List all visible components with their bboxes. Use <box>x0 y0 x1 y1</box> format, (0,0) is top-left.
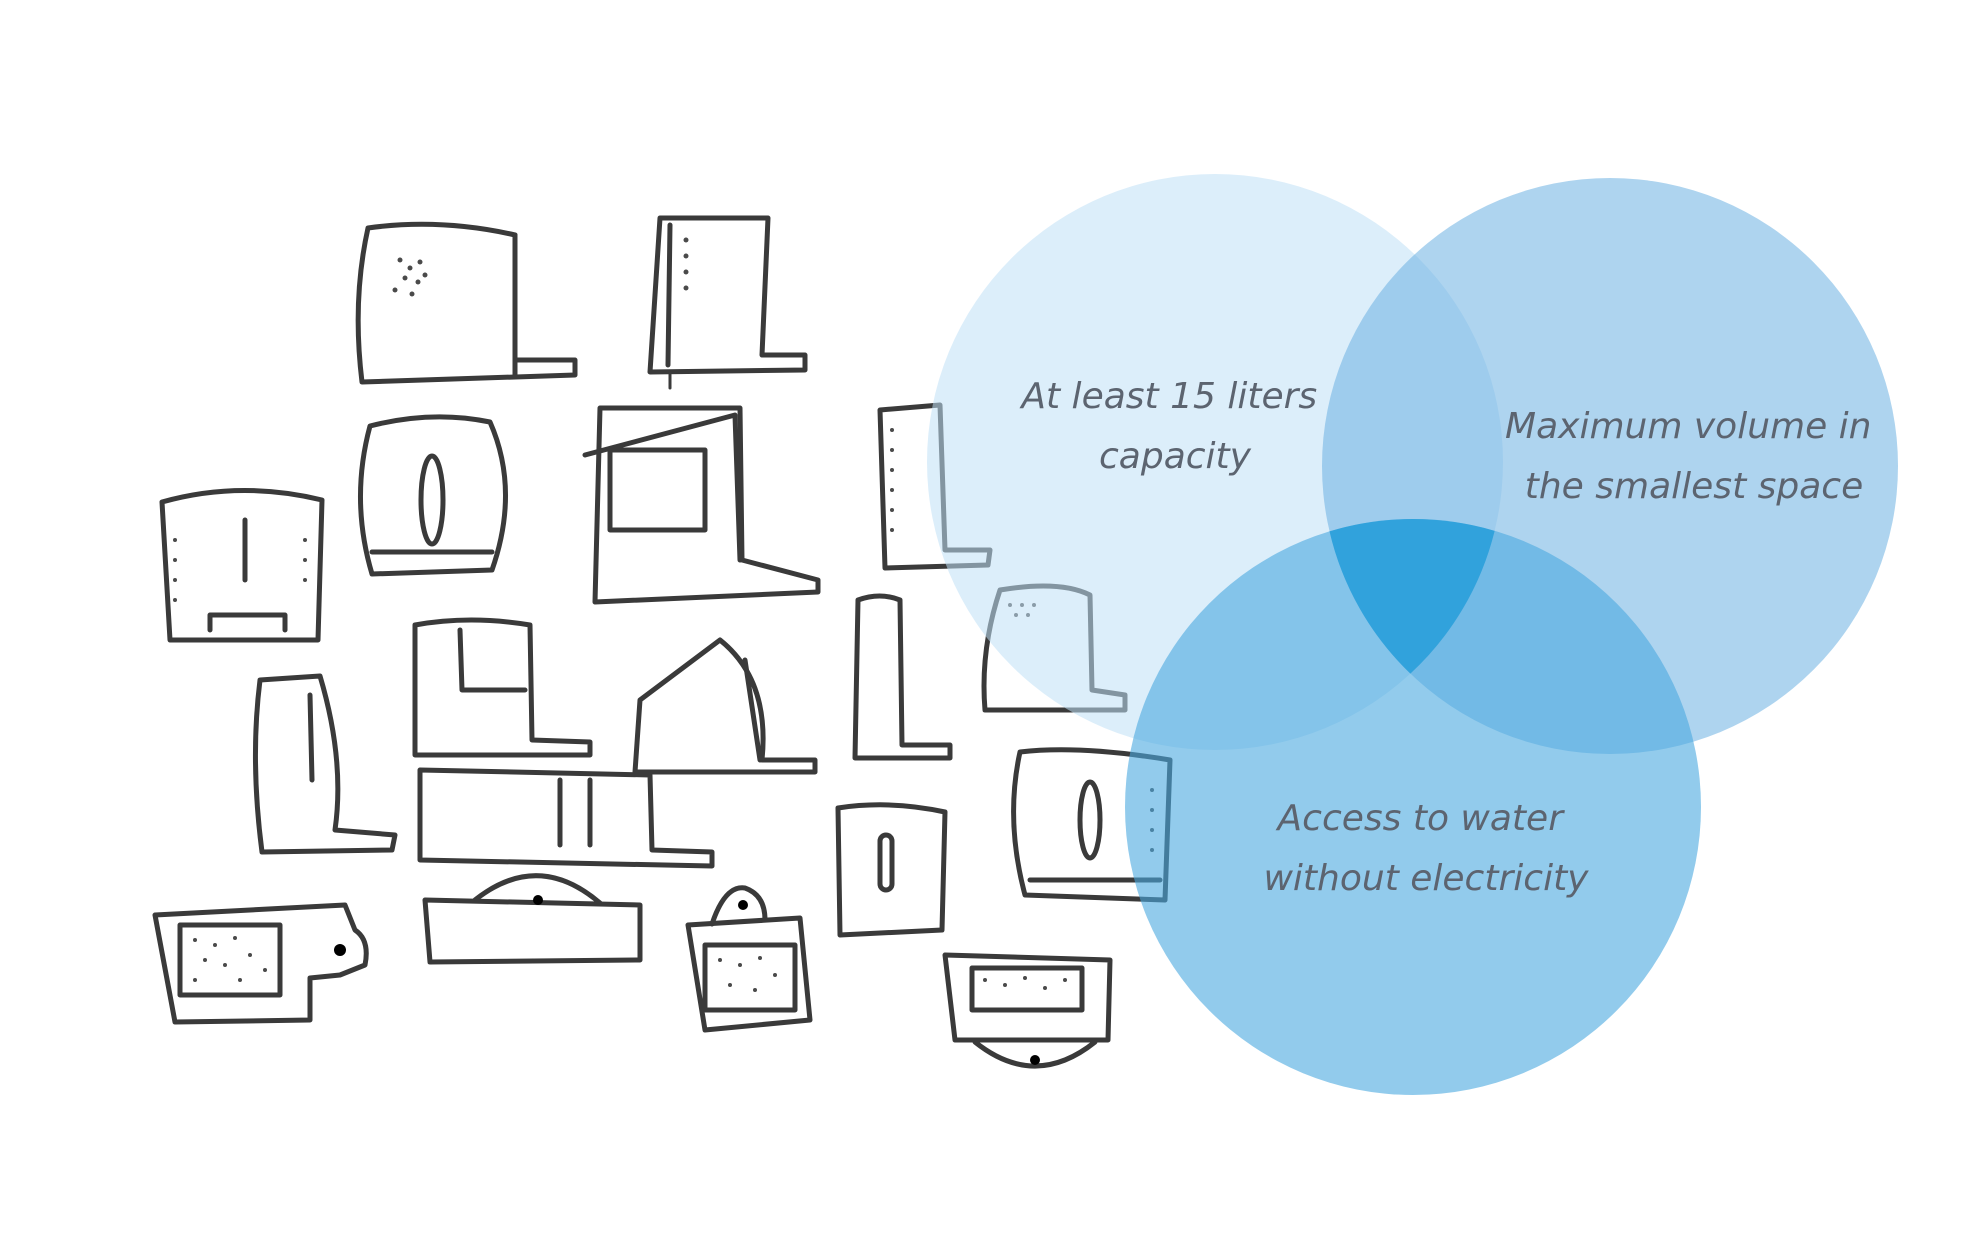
sketch-tank-18 <box>942 952 1113 1069</box>
sketch-tank-12 <box>417 767 715 869</box>
label-capacity: At least 15 liters capacity <box>1019 376 1328 477</box>
label-volume: Maximum volume in the smallest space <box>1505 406 1883 507</box>
sketch-tank-5 <box>582 405 821 605</box>
sketch-tank-2 <box>647 215 808 390</box>
sketch-tank-16 <box>422 873 643 965</box>
circle-no-electricity <box>1125 519 1701 1095</box>
sketch-tank-9 <box>412 617 593 758</box>
sketch-tank-10 <box>632 637 818 775</box>
label-no-electricity: Access to water without electricity <box>1263 798 1589 899</box>
venn-center-overlap <box>1329 519 1495 674</box>
sketch-tank-3 <box>159 487 325 643</box>
sketch-tank-11 <box>852 593 953 761</box>
sketch-tank-17 <box>685 885 813 1033</box>
sketch-tank-14 <box>835 802 948 938</box>
venn-diagram: At least 15 liters capacity Maximum volu… <box>927 174 1898 1095</box>
sketch-tank-1 <box>355 221 578 385</box>
sketch-tank-4 <box>357 414 508 577</box>
sketch-tank-8 <box>252 673 398 855</box>
sketch-tank-15 <box>152 902 369 1025</box>
